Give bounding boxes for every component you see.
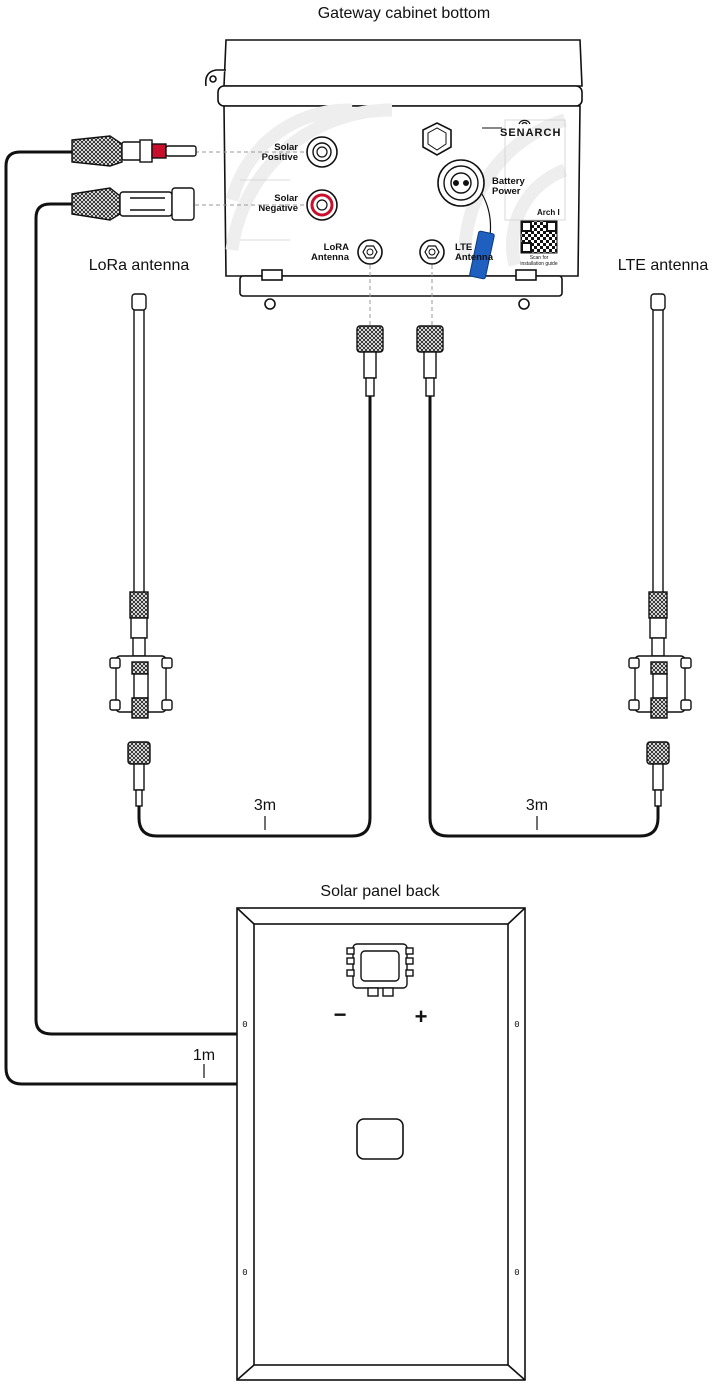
vent-plug [422,122,452,156]
solar-positive-port [306,136,338,168]
lora-mount-bracket [109,655,173,719]
solar-positive-label-1: Solar [274,142,298,153]
lora-port-label-2: Antenna [311,252,350,263]
battery-label-2: Power [492,186,521,197]
lora-port-label-1: LoRA [324,242,349,253]
panel-hole-3: 0 [242,1268,247,1278]
lte-port-label-1: LTE [455,242,472,253]
lte-cable-connector [646,741,670,807]
solar-negative-label-1: Solar [274,193,298,204]
antenna-cables [137,396,660,838]
lora-antenna-title: LoRa antenna [89,257,190,274]
lte-mount-bracket [628,655,692,719]
qr-caption-1: Scan for [530,255,549,261]
lte-gateway-connector [416,325,444,397]
mc4-connector-positive [71,135,197,167]
solar-positive-label-2: Positive [262,152,298,163]
panel-hole-1: 0 [242,1020,247,1030]
battery-power-port [437,159,485,207]
lte-port-label-2: Antenna [455,252,494,263]
junction-box [346,943,414,997]
solar-negative-label-2: Negative [258,203,298,214]
solar-panel [236,907,526,1381]
lora-cable-connector [127,741,151,807]
blue-tie-wrap [469,230,495,280]
panel-hole-2: 0 [514,1020,519,1030]
junction-minus: − [334,1002,347,1027]
lora-cable-length: 3m [254,797,276,814]
lora-antenna-port [357,239,383,265]
solar-cable-length: 1m [193,1047,215,1064]
qr-caption-2: installation guide [520,261,557,267]
lte-cable-length: 3m [526,797,548,814]
senarch-watermark [225,103,568,267]
cabinet-title: Gateway cabinet bottom [318,5,491,22]
lte-antenna-port [419,239,445,265]
junction-plus: + [415,1004,428,1029]
battery-label-1: Battery [492,176,525,187]
qr-code [520,220,558,254]
lora-gateway-connector [356,325,384,397]
solar-negative-port [306,189,338,221]
model-name: Arch I [537,208,560,217]
panel-hole-4: 0 [514,1268,519,1278]
mc4-connector-negative [71,187,195,221]
solar-panel-title: Solar panel back [320,883,440,900]
senarch-logo: SENARCH [482,119,561,139]
lte-antenna [648,293,668,657]
lte-antenna-title: LTE antenna [618,257,709,274]
brand-name: SENARCH [500,127,561,139]
lora-antenna [129,293,149,657]
